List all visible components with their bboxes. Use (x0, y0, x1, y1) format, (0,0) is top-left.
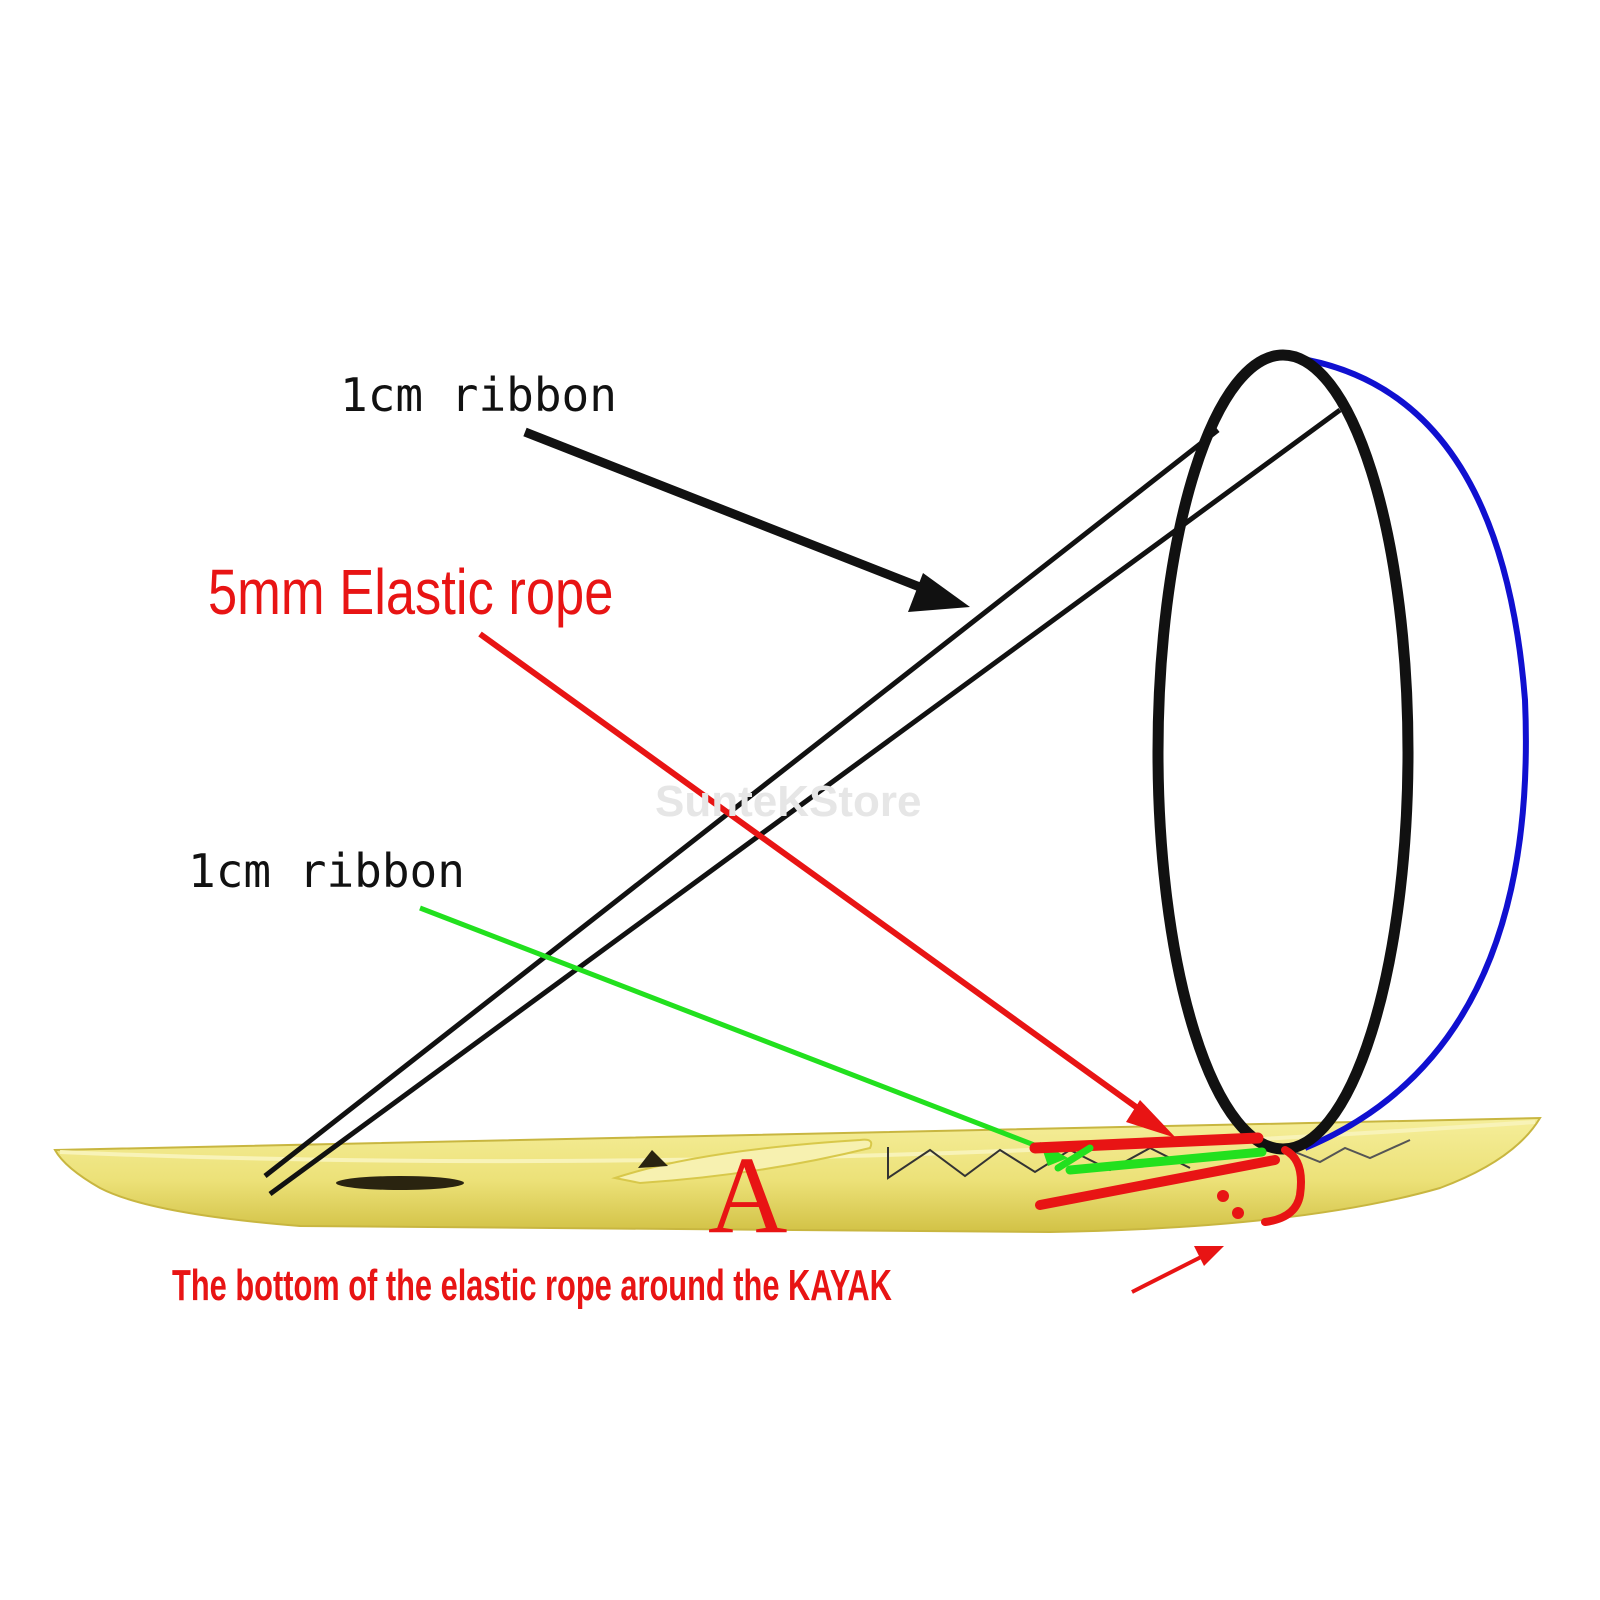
bottom-note-label: The bottom of the elastic rope around th… (172, 1261, 892, 1310)
blue-rope (1281, 353, 1529, 1151)
ribbon-top-arrowhead (908, 573, 970, 612)
elastic-rope-arrowhead (1126, 1100, 1176, 1138)
sail-hoop (1152, 349, 1414, 1155)
green-ribbon-arrow-line (419, 905, 1056, 1156)
elastic-rope-knot-2 (1232, 1207, 1244, 1219)
elastic-rope-hook (1261, 1146, 1305, 1226)
green-ribbon-strap (1065, 1147, 1267, 1175)
ribbon-pole-back (268, 407, 1342, 1197)
kayak-cockpit-rim (611, 1138, 873, 1185)
kayak-deck-bungee-front (1289, 1139, 1411, 1164)
kayak-hatch (336, 1176, 464, 1190)
ribbon-bottom-label: 1cm ribbon (188, 844, 465, 898)
bottom-note-arrowhead (1194, 1246, 1224, 1266)
green-ribbon-tip (1054, 1144, 1094, 1172)
elastic-rope-arrow-line (478, 631, 1152, 1120)
elastic-rope-lower (1035, 1155, 1280, 1210)
elastic-rope-upper (1029, 1132, 1264, 1154)
elastic-rope-label: 5mm Elastic rope (208, 556, 614, 628)
ribbon-top-label: 1cm ribbon (340, 368, 617, 422)
ribbon-top-arrow-line (523, 427, 937, 598)
kayak-seat (638, 1150, 668, 1168)
elastic-rope-knot-1 (1217, 1190, 1229, 1202)
ribbon-pole-front (263, 428, 1220, 1178)
bottom-note-arrow-line (1131, 1253, 1206, 1294)
kayak-mark-label: A (708, 1134, 788, 1256)
watermark-text: SunteKStore (655, 777, 922, 826)
kayak-deck-bungee (887, 1146, 1191, 1180)
